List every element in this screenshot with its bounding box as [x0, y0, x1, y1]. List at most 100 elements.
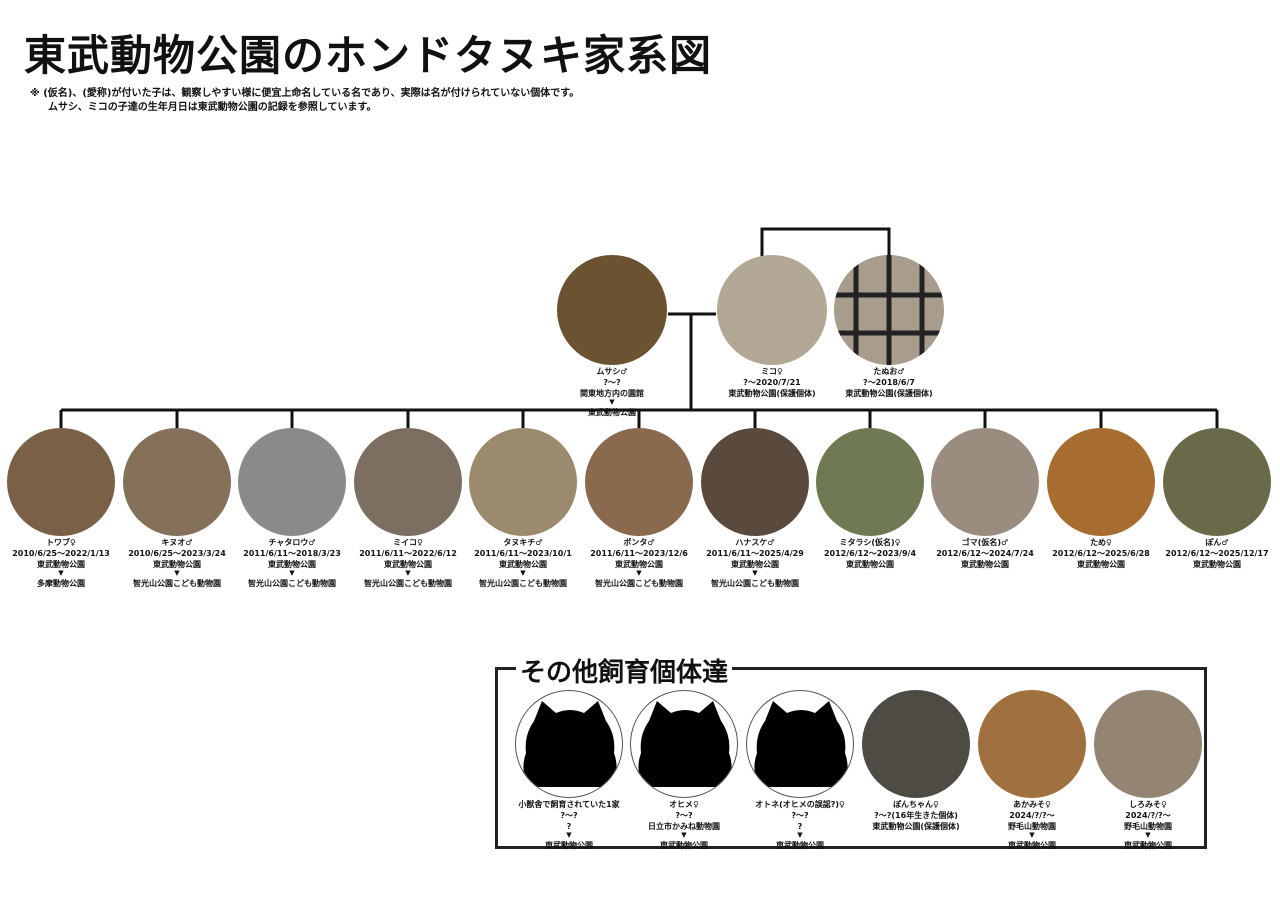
card-name: たぬお♂	[873, 367, 905, 376]
tanuki-photo	[469, 428, 577, 536]
arrow-down-icon: ▼	[520, 569, 526, 577]
arrow-down-icon: ▼	[405, 569, 411, 577]
card-name: ぽん♂	[1205, 538, 1229, 547]
arrow-down-icon: ▼	[1145, 831, 1151, 839]
tanuki-photo	[123, 428, 231, 536]
tanuki-photo	[717, 255, 827, 365]
parent-card-tanuo: たぬお♂ ?～2018/6/7 東武動物公園(保護個体)	[824, 255, 954, 398]
card-origin: ?	[566, 822, 572, 831]
card-dates: 2024/?/?～	[1125, 811, 1171, 820]
card-origin: 東武動物公園	[961, 560, 1009, 569]
arrow-down-icon: ▼	[636, 569, 642, 577]
card-name: ミタラシ(仮名)♀	[839, 538, 901, 547]
note-line-2: ムサシ、ミコの子達の生年月日は東武動物公園の記録を参照しています。	[48, 102, 377, 113]
card-origin: 東武動物公園(保護個体)	[872, 822, 960, 831]
card-origin: 東武動物公園(保護個体)	[845, 389, 933, 398]
card-origin: 東武動物公園	[268, 560, 316, 569]
card-origin: 東武動物公園	[499, 560, 547, 569]
card-name: チャタロウ♂	[268, 538, 316, 547]
card-name: ミコ♀	[761, 367, 783, 376]
card-name: トワブ♀	[46, 538, 76, 547]
card-name: あかみそ♀	[1013, 800, 1051, 809]
card-dates: 2012/6/12～2023/9/4	[823, 549, 917, 558]
card-dates: ?～2018/6/7	[863, 378, 915, 387]
card-name: ミイコ♀	[393, 538, 423, 547]
other-animal-card: しろみそ♀2024/?/?～野毛山動物園▼東武動物公園	[1083, 690, 1213, 850]
card-origin: 東武動物公園	[37, 560, 85, 569]
tanuki-photo	[515, 690, 623, 798]
card-origin: 日立市かみね動物園	[648, 822, 720, 831]
card-dest: 東武動物公園	[1124, 841, 1172, 850]
card-dates: ?～?(16年生きた個体)	[874, 811, 958, 820]
card-origin: 東武動物公園	[1077, 560, 1125, 569]
card-dates: 2012/6/12～2025/6/28	[1052, 549, 1150, 558]
parent-card-musashi: ムサシ♂ ?～? 関東地方内の園館 ▼ 東武動物公園	[547, 255, 677, 417]
arrow-down-icon: ▼	[797, 831, 803, 839]
arrow-down-icon: ▼	[289, 569, 295, 577]
card-dest: 智光山公園こども動物園	[479, 579, 567, 588]
card-dest: 智光山公園こども動物園	[248, 579, 336, 588]
card-dates: 2012/6/12～2025/12/17	[1165, 549, 1269, 558]
card-dates: 2012/6/12～2024/7/24	[936, 549, 1034, 558]
other-animal-card: オヒメ♀?～?日立市かみね動物園▼東武動物公園	[619, 690, 749, 850]
child-card: ため♀ 2012/6/12～2025/6/28 東武動物公園	[1036, 428, 1166, 569]
card-dest: 東武動物公園	[1008, 841, 1056, 850]
card-name: ため♀	[1090, 538, 1112, 547]
other-animal-card: オトネ(オヒメの誤認?)♀?～??▼東武動物公園	[735, 690, 865, 850]
arrow-down-icon: ▼	[752, 569, 758, 577]
tanuki-photo	[557, 255, 667, 365]
arrow-down-icon: ▼	[58, 569, 64, 577]
card-dates: 2011/6/11～2023/12/6	[590, 549, 688, 558]
card-dates: 2010/6/25～2022/1/13	[12, 549, 110, 558]
card-origin: 東武動物公園	[615, 560, 663, 569]
arrow-down-icon: ▼	[566, 831, 572, 839]
parent-card-miko: ミコ♀ ?～2020/7/21 東武動物公園(保護個体)	[707, 255, 837, 398]
arrow-down-icon: ▼	[609, 398, 615, 406]
child-card: チャタロウ♂ 2011/6/11～2018/3/23 東武動物公園▼ 智光山公園こども…	[227, 428, 357, 588]
tanuki-silhouette-icon	[523, 701, 617, 787]
tanuki-photo	[1163, 428, 1271, 536]
card-dates: ?～?	[603, 378, 621, 387]
tanuki-photo	[746, 690, 854, 798]
card-name: 小獣舎で飼育されていた1家	[518, 800, 620, 809]
card-name: ポンタ♂	[623, 538, 655, 547]
note-line-1: ※ (仮名)、(愛称)が付いた子は、観察しやすい様に便宜上命名している名であり、…	[30, 88, 580, 99]
card-dest: 東武動物公園	[776, 841, 824, 850]
tanuki-photo	[354, 428, 462, 536]
card-origin: 東武動物公園	[1193, 560, 1241, 569]
couple-line-miko-tanuo	[760, 227, 891, 257]
card-name: ぽんちゃん♀	[893, 800, 939, 809]
child-drop-lines	[59, 410, 1219, 428]
card-name: タヌキチ♂	[503, 538, 543, 547]
tanuki-silhouette-icon	[638, 701, 732, 787]
tanuki-photo	[630, 690, 738, 798]
card-origin: 東武動物公園	[384, 560, 432, 569]
tanuki-silhouette-icon	[754, 701, 848, 787]
card-origin: 東武動物公園	[731, 560, 779, 569]
card-name: しろみそ♀	[1129, 800, 1167, 809]
other-animal-card: 小獣舎で飼育されていた1家?～??▼東武動物公園	[504, 690, 634, 850]
card-origin: 関東地方内の園館	[580, 389, 644, 398]
tanuki-photo	[238, 428, 346, 536]
card-dates: 2011/6/11～2022/6/12	[359, 549, 457, 558]
tanuki-photo	[1047, 428, 1155, 536]
other-animal-card: ぽんちゃん♀ ?～?(16年生きた個体) 東武動物公園(保護個体)	[851, 690, 981, 831]
card-dates: ?～2020/7/21	[743, 378, 801, 387]
tanuki-photo	[7, 428, 115, 536]
page-title: 東武動物公園のホンドタヌキ家系図	[24, 31, 713, 80]
card-dates: ?～?	[791, 811, 809, 820]
card-dest: 東武動物公園	[588, 408, 636, 417]
child-card: ハナスケ♂ 2011/6/11～2025/4/29 東武動物公園▼ 智光山公園こども動…	[690, 428, 820, 588]
tanuki-photo	[1094, 690, 1202, 798]
card-dest: 東武動物公園	[545, 841, 593, 850]
card-dest: 智光山公園こども動物園	[711, 579, 799, 588]
tanuki-photo	[834, 255, 944, 365]
card-dates: 2011/6/11～2025/4/29	[706, 549, 804, 558]
card-name: ハナスケ♂	[735, 538, 775, 547]
card-dates: 2011/6/11～2018/3/23	[243, 549, 341, 558]
